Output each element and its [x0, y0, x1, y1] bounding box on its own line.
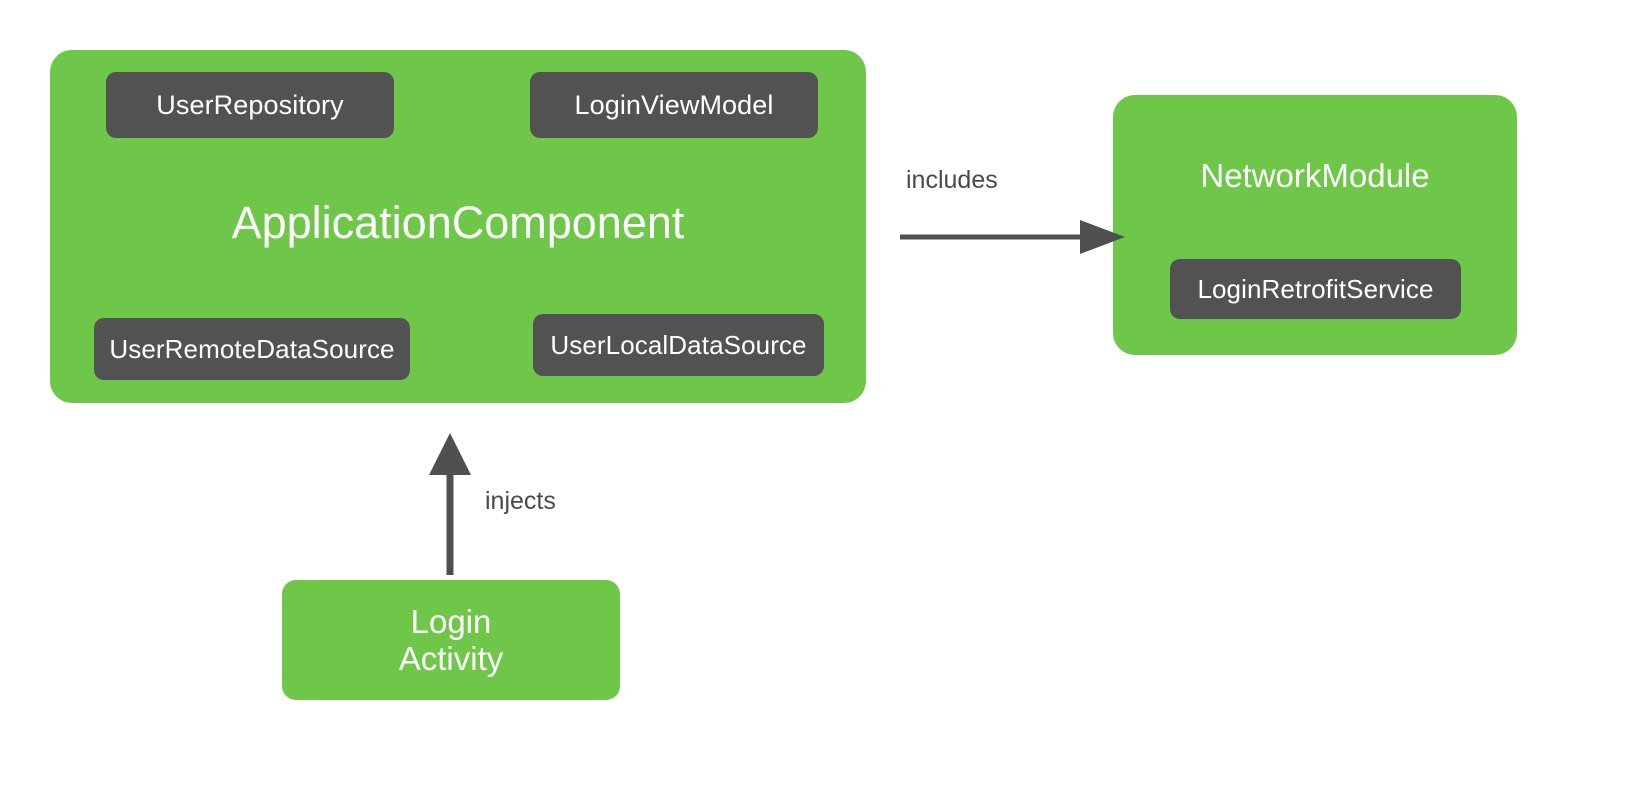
- edge-label-includes: includes: [906, 166, 998, 194]
- chip-login-view-model[interactable]: LoginViewModel: [530, 72, 818, 138]
- includes-arrow-icon: [900, 220, 1125, 254]
- node-title-application-component: ApplicationComponent: [231, 197, 685, 248]
- login-activity-title-line1: Login: [410, 603, 492, 640]
- injects-arrow-head: [429, 433, 471, 475]
- edge-label-injects: injects: [485, 487, 556, 515]
- includes-arrow-head: [1080, 220, 1125, 254]
- node-title-login-activity: Login Activity: [282, 603, 620, 678]
- chip-user-local-data-source[interactable]: UserLocalDataSource: [533, 314, 824, 376]
- chip-user-repository[interactable]: UserRepository: [106, 72, 394, 138]
- node-title-network-module: NetworkModule: [1200, 157, 1430, 194]
- chip-user-remote-data-source[interactable]: UserRemoteDataSource: [94, 318, 410, 380]
- login-activity-title-line2: Activity: [398, 639, 504, 677]
- node-login-activity[interactable]: [282, 580, 620, 700]
- chip-login-retrofit-service[interactable]: LoginRetrofitService: [1170, 259, 1461, 319]
- injects-arrow-icon: [429, 433, 471, 575]
